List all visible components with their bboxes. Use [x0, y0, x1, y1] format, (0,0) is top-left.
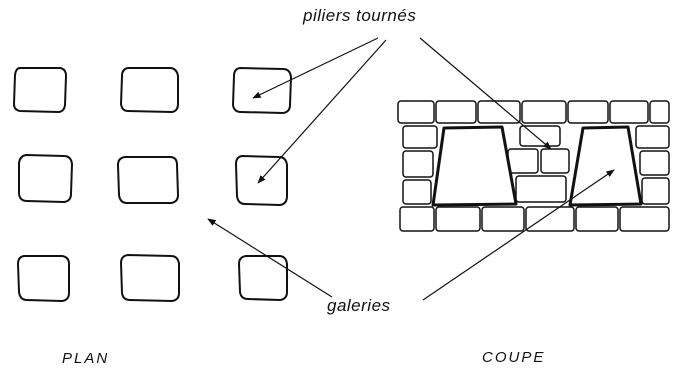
stone-block — [540, 148, 570, 174]
masonry-top-course — [397, 100, 670, 124]
stone-block — [575, 206, 619, 232]
plan-pillar — [120, 67, 179, 113]
pillars-arrow-section — [419, 37, 552, 150]
stone-block — [525, 206, 575, 232]
leader-lines — [207, 37, 615, 301]
stone-block — [639, 150, 670, 176]
stone-block — [402, 179, 432, 205]
galleries-arrow-plan — [207, 218, 333, 298]
stone-block — [397, 100, 435, 124]
stone-block — [609, 100, 649, 124]
stone-block — [477, 100, 521, 124]
galleries-arrow-section — [422, 169, 615, 301]
stone-block — [435, 100, 477, 124]
stone-block — [519, 125, 561, 147]
stone-block — [567, 100, 609, 124]
stone-block — [435, 206, 481, 232]
galleries-label: galeries — [327, 296, 391, 315]
plan-pillar — [232, 67, 292, 114]
stone-block — [521, 100, 567, 124]
section-view — [397, 100, 670, 232]
plan-pillar — [117, 156, 179, 204]
section-caption: COUPE — [482, 349, 546, 366]
plan-pillar — [17, 255, 70, 302]
stone-block — [515, 175, 567, 203]
stone-block — [619, 206, 670, 232]
plan-caption: PLAN — [62, 350, 110, 367]
masonry-middle — [402, 125, 670, 205]
plan-pillar — [235, 155, 288, 206]
section-pillar-right — [568, 125, 643, 207]
pillars-arrow-plan-top — [252, 37, 379, 99]
stone-block — [399, 206, 435, 232]
section-pillar-left — [431, 125, 518, 207]
stone-block — [635, 125, 670, 149]
stone-block — [507, 148, 539, 174]
plan-pillar — [13, 67, 67, 113]
stone-block — [402, 150, 434, 178]
pillars-label: piliers tournés — [303, 6, 417, 25]
stone-block — [481, 206, 525, 232]
stone-block — [641, 177, 670, 205]
pillars-arrow-plan-middle — [257, 39, 387, 184]
plan-view — [13, 67, 292, 302]
masonry-bottom-course — [399, 206, 670, 232]
plan-pillar — [120, 254, 180, 302]
stone-block — [402, 125, 438, 149]
stone-block — [649, 100, 670, 124]
plan-pillar — [238, 255, 288, 301]
plan-pillar — [18, 154, 73, 203]
